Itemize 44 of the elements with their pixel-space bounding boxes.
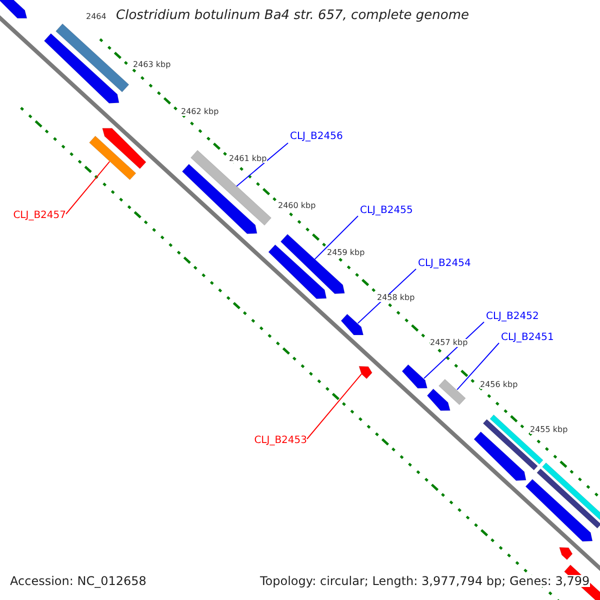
gene-label: CLJ_B2453 xyxy=(254,436,307,446)
gene-bar xyxy=(559,547,573,560)
leader-line xyxy=(306,374,362,440)
gene-label: CLJ_B2454 xyxy=(418,259,471,269)
leader-line xyxy=(66,161,110,214)
leader-line xyxy=(314,216,358,260)
scale-label: 2462 kbp xyxy=(181,108,219,116)
leader-line xyxy=(424,322,484,379)
gene-bar xyxy=(358,366,372,379)
gene-bar xyxy=(340,314,364,336)
scale-label: 2457 kbp xyxy=(430,339,468,347)
gene-bar xyxy=(102,128,146,169)
gene-bar xyxy=(56,24,130,92)
scale-label: 2464 xyxy=(86,13,106,21)
gene-label: CLJ_B2456 xyxy=(290,132,343,142)
gene-label: CLJ_B2451 xyxy=(501,333,554,343)
map-title: Clostridium botulinum Ba4 str. 657, complete genome xyxy=(116,9,470,22)
gene-bar xyxy=(268,244,327,300)
gene-bar xyxy=(525,478,593,542)
scale-label: 2459 kbp xyxy=(327,249,365,257)
gene-label: CLJ_B2455 xyxy=(360,206,413,216)
gene-bar xyxy=(280,234,345,294)
gene-bar xyxy=(474,432,526,481)
gene-bar xyxy=(536,468,600,528)
scale-label: 2461 kbp xyxy=(229,155,267,163)
scale-label: 2456 kbp xyxy=(480,381,518,389)
gene-bar xyxy=(89,136,136,180)
gene-label: CLJ_B2452 xyxy=(486,312,539,322)
scale-label: 2463 kbp xyxy=(133,61,171,69)
gene-label: CLJ_B2457 xyxy=(13,211,66,221)
gene-bar xyxy=(44,33,120,104)
gene-bar xyxy=(0,0,28,19)
leader-line xyxy=(357,268,416,324)
gene-bar xyxy=(438,378,466,406)
gene-bar xyxy=(190,150,272,226)
scale-label: 2458 kbp xyxy=(377,294,415,302)
genome-stats-text: Topology: circular; Length: 3,977,794 bp; Genes: 3,799 xyxy=(260,575,590,587)
gene-bar xyxy=(426,388,450,411)
scale-label: 2460 kbp xyxy=(278,202,316,210)
gene-bar xyxy=(402,364,428,388)
gene-bar xyxy=(182,164,258,234)
scale-label: 2455 kbp xyxy=(530,426,568,434)
accession-text: Accession: NC_012658 xyxy=(10,575,146,587)
leader-line xyxy=(456,342,500,390)
